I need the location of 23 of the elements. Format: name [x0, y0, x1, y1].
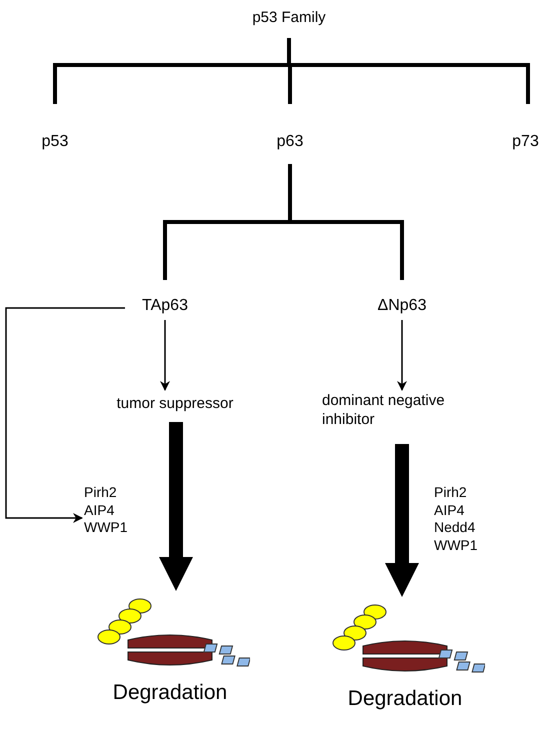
node-label: p53 Family — [251, 8, 327, 28]
node-label: p53 — [40, 132, 70, 152]
degradation-label: Degradation — [112, 680, 228, 706]
arrow — [5, 307, 125, 523]
node-label: tumor suppressor — [116, 394, 234, 414]
protein-name: WWP1 — [84, 519, 129, 536]
node-label: p73 — [511, 132, 540, 152]
protein-name: AIP4 — [434, 502, 466, 519]
node-label: dominant negative inhibitor — [322, 392, 446, 430]
tree-connector — [288, 164, 404, 280]
node-label: p63 — [276, 132, 304, 152]
protein-name: AIP4 — [84, 502, 116, 519]
protein-name: Nedd4 — [434, 519, 476, 536]
arrow — [397, 320, 407, 391]
node-label: ΔNp63 — [376, 296, 428, 316]
protein-name: Pirh2 — [434, 484, 468, 502]
degradation-label: Degradation — [348, 686, 462, 712]
node-label: TAp63 — [141, 296, 189, 316]
arrow — [160, 320, 170, 391]
protein-name: Pirh2 — [84, 484, 118, 502]
protein-name: WWP1 — [434, 536, 479, 554]
arrow — [159, 422, 193, 591]
arrow — [385, 444, 419, 597]
